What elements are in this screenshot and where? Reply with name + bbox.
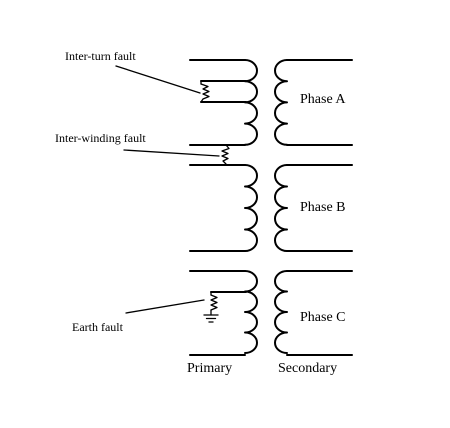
phase-c-secondary-coil — [274, 270, 288, 354]
earth-fault-marker — [203, 291, 247, 323]
earth-callout-line — [125, 299, 205, 314]
phase-b-secondary-coil — [274, 164, 288, 252]
phase-b-primary-coil — [244, 164, 258, 252]
inter-winding-callout-line — [123, 149, 220, 157]
phase-a-label: Phase A — [300, 92, 346, 107]
secondary-label: Secondary — [278, 361, 337, 376]
inter-winding-fault-label: Inter-winding fault — [55, 131, 146, 145]
inter-turn-fault-resistor — [200, 83, 210, 103]
inter-winding-fault-marker — [221, 144, 230, 165]
phase-b-label: Phase B — [300, 200, 346, 215]
earth-fault-resistor — [210, 294, 218, 311]
inter-winding-fault-resistor — [221, 144, 230, 165]
inter-turn-callout-line — [115, 65, 201, 94]
phase-a-secondary-coil — [274, 59, 288, 146]
ground-icon — [203, 314, 219, 323]
inter-turn-fault-marker — [200, 80, 247, 103]
phase-a-group: Phase A — [189, 59, 353, 146]
phase-c-primary-coil — [244, 270, 258, 354]
phase-c-label: Phase C — [300, 310, 346, 325]
phase-c-group: Phase C — [189, 270, 353, 356]
phase-b-group: Phase B — [189, 164, 353, 252]
primary-label: Primary — [187, 361, 232, 376]
earth-fault-label: Earth fault — [72, 320, 124, 334]
inter-turn-fault-label: Inter-turn fault — [65, 49, 136, 63]
